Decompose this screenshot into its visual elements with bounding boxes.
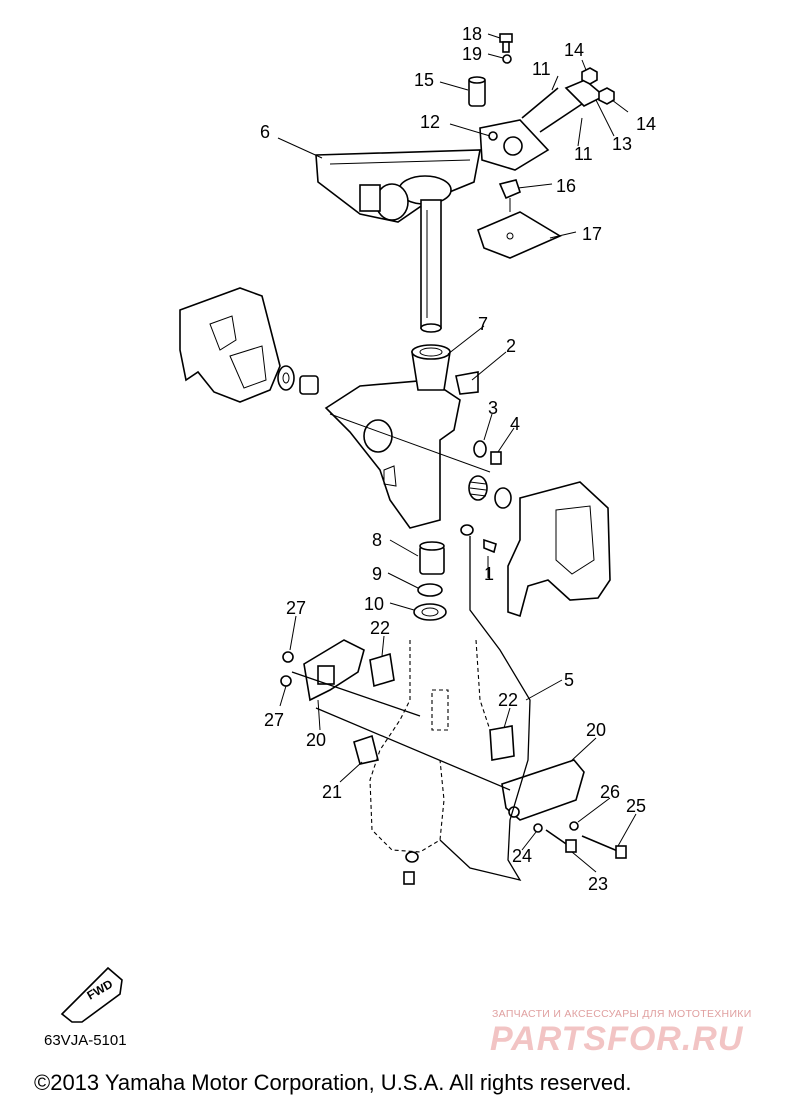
lead-terminal-lower [403, 851, 419, 885]
callout-19: 19 [462, 44, 482, 64]
callout-27-upper: 27 [286, 598, 306, 618]
spring-right [468, 475, 488, 501]
callout-9: 9 [372, 564, 382, 584]
screw-part-27-lower [280, 675, 292, 687]
callout-4: 4 [510, 414, 520, 434]
stopper-part-8 [419, 541, 445, 575]
washer-part-26 [569, 821, 579, 831]
callout-5: 5 [564, 670, 574, 690]
clip-part-16 [498, 179, 521, 212]
mount-rubber-part-22-right [489, 725, 515, 761]
plate-part-2 [455, 371, 479, 395]
clamp-bracket-left [179, 287, 281, 403]
callout-14-lower: 14 [636, 114, 656, 134]
callout-22-left: 22 [370, 618, 390, 638]
callout-8: 8 [372, 530, 382, 550]
ground-wire-part-5 [439, 536, 531, 881]
callout-20-right: 20 [586, 720, 606, 740]
clamp-bracket-right [507, 481, 611, 618]
bolt-part-4 [490, 451, 502, 465]
callout-11-upper: 11 [532, 59, 551, 79]
callout-2: 2 [506, 336, 516, 356]
housing-outline [369, 639, 491, 853]
callout-16: 16 [556, 176, 576, 196]
callout-26: 26 [600, 782, 620, 802]
callout-7: 7 [478, 314, 488, 334]
steering-bracket-part-6 [315, 149, 481, 223]
fwd-arrow-badge: FWD [60, 966, 123, 1023]
nuts-part-14 [581, 67, 615, 105]
mount-bracket-part-20-left [303, 639, 365, 702]
callout-27-lower: 27 [264, 710, 284, 730]
washer-left [277, 365, 295, 391]
pin-part-15 [468, 76, 486, 107]
callout-1: 1 [484, 564, 494, 584]
callout-21: 21 [322, 782, 342, 802]
plate-part-17 [477, 211, 562, 259]
callout-17: 17 [582, 224, 602, 244]
bolt-part-23 [545, 829, 577, 853]
washer-right [494, 487, 512, 509]
callout-14-upper: 14 [564, 40, 584, 60]
callout-18: 18 [462, 24, 482, 44]
callout-10: 10 [364, 594, 384, 614]
bushing-part-3 [473, 440, 487, 458]
swivel-bracket [324, 379, 491, 529]
mount-bracket-part-20-right [501, 759, 585, 821]
callout-25: 25 [626, 796, 646, 816]
steering-shaft [420, 199, 442, 333]
bushing-part-7 [411, 344, 451, 391]
callout-15: 15 [414, 70, 434, 90]
diagram-code: 63VJA-5101 [44, 1032, 127, 1049]
callout-6: 6 [260, 122, 270, 142]
mount-rubber-part-22-left [369, 652, 395, 688]
bushing-left [299, 375, 319, 395]
callout-12: 12 [420, 112, 440, 132]
screw-part-18 [499, 33, 513, 53]
o-ring-part-9 [417, 583, 443, 597]
washer-part-24 [533, 823, 543, 833]
mount-rubber-part-21 [353, 734, 379, 765]
washer-part-19 [502, 54, 512, 64]
callout-3: 3 [488, 398, 498, 418]
terminal-part-1 [460, 524, 497, 554]
callout-labels: 18 19 15 11 14 14 12 13 6 11 16 17 7 2 3… [260, 24, 656, 894]
copyright-notice: ©2013 Yamaha Motor Corporation, U.S.A. A… [34, 1070, 632, 1095]
screw-part-27-upper [282, 651, 294, 663]
leader-lines [277, 33, 637, 873]
watermark-tagline: ЗАПЧАСТИ И АКСЕССУАРЫ ДЛЯ МОТОТЕХНИКИ [492, 1008, 752, 1020]
bolts-part-11 [521, 87, 586, 133]
callout-24: 24 [512, 846, 532, 866]
callout-23: 23 [588, 874, 608, 894]
callout-22-right: 22 [498, 690, 518, 710]
bolt-part-25 [581, 835, 627, 859]
callout-20-left: 20 [306, 730, 326, 750]
through-bolt-lower [315, 707, 511, 791]
callout-13: 13 [612, 134, 632, 154]
through-bolt-upper [291, 671, 421, 717]
seal-part-10 [413, 603, 447, 621]
bracket-part-12 [479, 119, 550, 171]
callout-11-lower: 11 [574, 144, 593, 164]
watermark-brand: PARTSFOR.RU [490, 1020, 744, 1058]
